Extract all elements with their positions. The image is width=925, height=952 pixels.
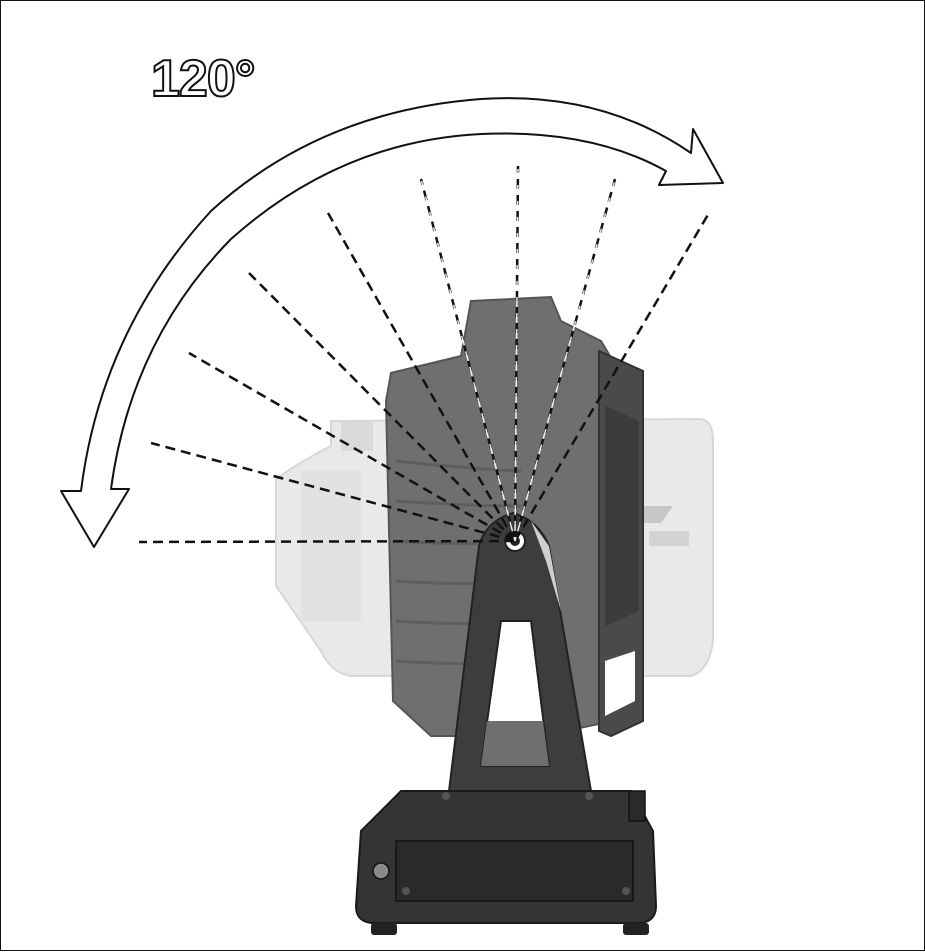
rotation-rays (138, 165, 711, 544)
ray-5 (419, 178, 517, 542)
ray-6 (513, 165, 520, 542)
curved-double-arrow-icon (60, 97, 724, 548)
fan-base (354, 790, 658, 935)
ray-7 (513, 178, 617, 542)
angle-label: 120° (150, 50, 257, 108)
fan-stand (447, 511, 593, 792)
ray-0 (138, 539, 516, 544)
ray-2 (188, 351, 516, 543)
